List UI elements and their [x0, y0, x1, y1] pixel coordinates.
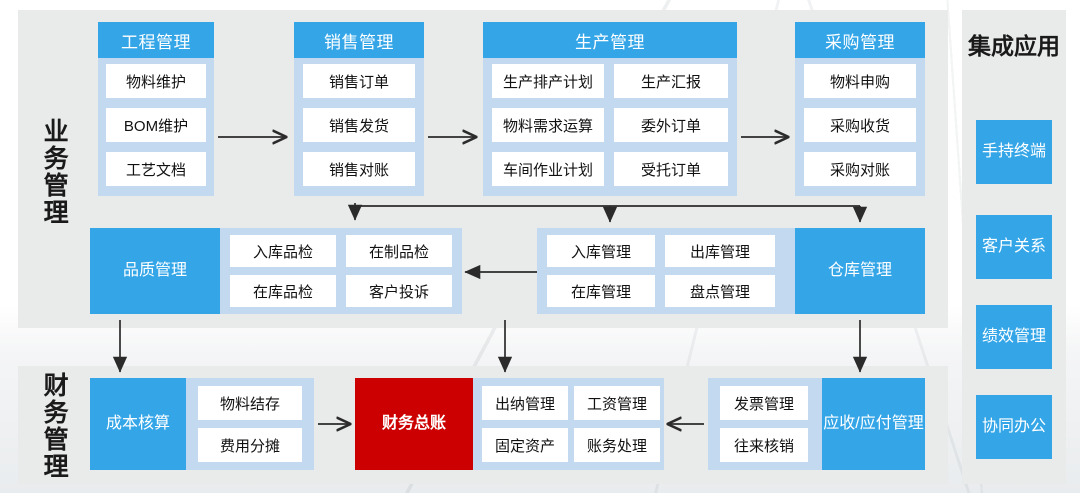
cell-production-3[interactable]: 物料需求运算	[492, 108, 604, 142]
cell-sales-2[interactable]: 销售发货	[303, 108, 415, 142]
cell-ledger-2[interactable]: 工资管理	[574, 386, 660, 420]
cell-warehouse-4[interactable]: 盘点管理	[665, 275, 775, 307]
cell-production-1[interactable]: 生产排产计划	[492, 64, 604, 98]
cell-quality-3[interactable]: 在库品检	[230, 275, 336, 307]
cell-purchasing-3[interactable]: 采购对账	[804, 152, 916, 186]
cell-warehouse-2[interactable]: 出库管理	[665, 235, 775, 267]
module-production-body: 生产排产计划 生产汇报 物料需求运算 委外订单 车间作业计划 受托订单	[483, 58, 737, 196]
module-purchasing[interactable]: 采购管理 物料申购 采购收货 采购对账	[795, 22, 925, 196]
module-engineering-body: 物料维护 BOM维护 工艺文档	[98, 58, 214, 196]
cell-ledger-3[interactable]: 固定资产	[482, 428, 568, 462]
module-purchasing-body: 物料申购 采购收货 采购对账	[795, 58, 925, 196]
cell-ledger-4[interactable]: 账务处理	[574, 428, 660, 462]
module-warehouse-body: 入库管理 出库管理 在库管理 盘点管理	[537, 228, 795, 314]
cell-production-6[interactable]: 受托订单	[614, 152, 728, 186]
rail-item-performance[interactable]: 绩效管理	[976, 305, 1052, 369]
module-warehouse[interactable]: 入库管理 出库管理 在库管理 盘点管理 仓库管理	[537, 228, 925, 314]
cell-production-4[interactable]: 委外订单	[614, 108, 728, 142]
module-quality[interactable]: 品质管理 入库品检 在制品检 在库品检 客户投诉	[90, 228, 462, 314]
module-warehouse-title: 仓库管理	[795, 228, 925, 314]
module-sales[interactable]: 销售管理 销售订单 销售发货 销售对账	[294, 22, 424, 196]
integrated-applications-title: 集成应用	[968, 33, 1060, 59]
cell-ar-1[interactable]: 发票管理	[720, 386, 808, 420]
business-management-label: 业务管理	[40, 118, 69, 226]
module-purchasing-title: 采购管理	[795, 22, 925, 58]
module-general-ledger-title: 财务总账	[355, 378, 473, 470]
cell-sales-1[interactable]: 销售订单	[303, 64, 415, 98]
cell-cost-1[interactable]: 物料结存	[198, 386, 302, 420]
rail-item-oa[interactable]: 协同办公	[976, 395, 1052, 459]
module-quality-title: 品质管理	[90, 228, 220, 314]
cell-sales-3[interactable]: 销售对账	[303, 152, 415, 186]
cell-engineering-3[interactable]: 工艺文档	[106, 152, 206, 186]
cell-engineering-1[interactable]: 物料维护	[106, 64, 206, 98]
cell-warehouse-3[interactable]: 在库管理	[547, 275, 655, 307]
module-cost-accounting[interactable]: 成本核算 物料结存 费用分摊	[90, 378, 314, 470]
cell-cost-2[interactable]: 费用分摊	[198, 428, 302, 462]
integrated-applications-panel: 集成应用 手持终端 客户关系 绩效管理 协同办公	[962, 10, 1066, 484]
module-general-ledger-body: 出纳管理 工资管理 固定资产 账务处理	[473, 378, 664, 470]
module-receivable-payable-body: 发票管理 往来核销	[708, 378, 822, 470]
module-sales-body: 销售订单 销售发货 销售对账	[294, 58, 424, 196]
module-general-ledger[interactable]: 财务总账 出纳管理 工资管理 固定资产 账务处理	[355, 378, 664, 470]
finance-management-label: 财务管理	[40, 372, 69, 480]
module-engineering[interactable]: 工程管理 物料维护 BOM维护 工艺文档	[98, 22, 214, 196]
cell-ar-2[interactable]: 往来核销	[720, 428, 808, 462]
rail-item-crm[interactable]: 客户关系	[976, 215, 1052, 279]
module-cost-accounting-body: 物料结存 费用分摊	[186, 378, 314, 470]
module-cost-accounting-title: 成本核算	[90, 378, 186, 470]
cell-purchasing-2[interactable]: 采购收货	[804, 108, 916, 142]
rail-item-handheld-terminal[interactable]: 手持终端	[976, 120, 1052, 184]
cell-production-5[interactable]: 车间作业计划	[492, 152, 604, 186]
module-engineering-title: 工程管理	[98, 22, 214, 58]
cell-engineering-2[interactable]: BOM维护	[106, 108, 206, 142]
module-quality-body: 入库品检 在制品检 在库品检 客户投诉	[220, 228, 462, 314]
module-receivable-payable-title: 应收/应付管理	[822, 378, 925, 470]
cell-quality-2[interactable]: 在制品检	[346, 235, 452, 267]
module-receivable-payable[interactable]: 发票管理 往来核销 应收/应付管理	[708, 378, 925, 470]
module-sales-title: 销售管理	[294, 22, 424, 58]
cell-ledger-1[interactable]: 出纳管理	[482, 386, 568, 420]
cell-purchasing-1[interactable]: 物料申购	[804, 64, 916, 98]
module-production[interactable]: 生产管理 生产排产计划 生产汇报 物料需求运算 委外订单 车间作业计划 受托订单	[483, 22, 737, 196]
module-production-title: 生产管理	[483, 22, 737, 58]
cell-quality-4[interactable]: 客户投诉	[346, 275, 452, 307]
cell-warehouse-1[interactable]: 入库管理	[547, 235, 655, 267]
cell-quality-1[interactable]: 入库品检	[230, 235, 336, 267]
cell-production-2[interactable]: 生产汇报	[614, 64, 728, 98]
